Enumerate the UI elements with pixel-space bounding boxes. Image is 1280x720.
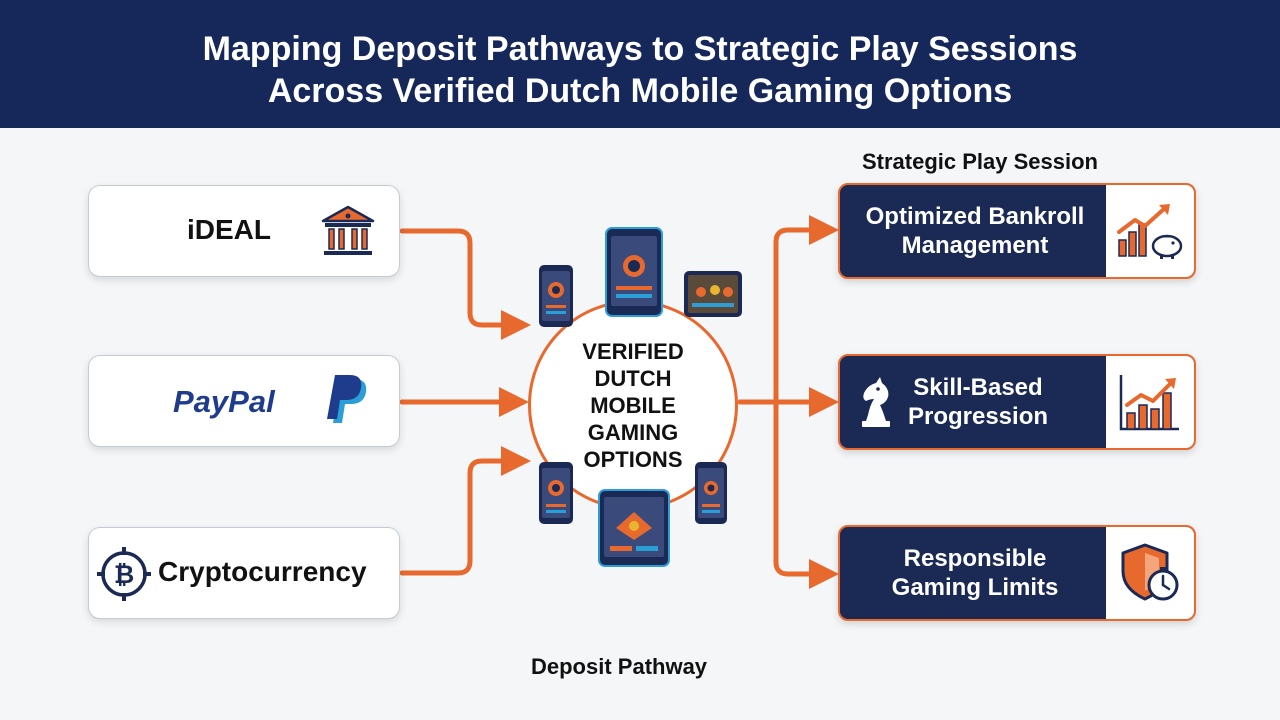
bankroll-line-1: Optimized Bankroll (865, 203, 1085, 230)
phone-bottom-left (539, 462, 573, 524)
hub-line-5: OPTIONS (583, 446, 683, 472)
arrow-split-to-limits (773, 399, 840, 589)
title-line-2: Across Verified Dutch Mobile Gaming Opti… (267, 72, 1013, 110)
title-banner: Mapping Deposit Pathways to Strategic Pl… (0, 0, 1280, 128)
strategic-session-caption: Strategic Play Session (862, 149, 1098, 174)
ideal-label: iDEAL (187, 214, 271, 245)
shield-stopwatch-icon (1121, 543, 1179, 601)
phone-bottom-right (695, 462, 727, 524)
bankroll-line-2: Management (901, 232, 1049, 259)
title-line-1: Mapping Deposit Pathways to Strategic Pl… (202, 30, 1078, 68)
svg-text:₿: ₿ (114, 560, 134, 589)
chess-knight-icon (862, 377, 890, 427)
limits-line-1: Responsible (903, 545, 1047, 572)
chart-piggy-bank-icon (1117, 204, 1183, 259)
limits-line-2: Gaming Limits (891, 574, 1059, 601)
device-illustrations (539, 227, 742, 567)
tablet-bottom (598, 489, 670, 567)
hub-line-4: GAMING (587, 419, 679, 445)
tablet-top-right (684, 271, 742, 317)
tablet-top (605, 227, 663, 317)
rising-bar-chart-icon (1119, 375, 1179, 431)
phone-top-left (539, 265, 573, 327)
strategic-card-limits: Responsible Gaming Limits (838, 525, 1196, 621)
skill-line-1: Skill-Based (913, 374, 1043, 401)
deposit-card-crypto: ₿ Cryptocurrency (88, 527, 400, 619)
arrow-split-to-bankroll (773, 215, 840, 405)
hub-line-1: VERIFIED (582, 338, 684, 364)
deposit-pathway-caption: Deposit Pathway (531, 654, 708, 679)
bank-icon (321, 205, 375, 255)
deposit-card-ideal: iDEAL (88, 185, 400, 277)
arrow-crypto-to-hub (399, 446, 532, 576)
paypal-icon (327, 375, 367, 423)
strategic-card-bankroll: Optimized Bankroll Management (838, 183, 1196, 279)
hub-line-2: DUTCH (594, 365, 672, 391)
deposit-card-paypal: PayPal (88, 355, 400, 447)
bitcoin-icon: ₿ (97, 547, 151, 601)
paypal-label: PayPal (173, 384, 275, 419)
skill-line-2: Progression (907, 403, 1049, 430)
cryptocurrency-label: Cryptocurrency (158, 556, 367, 587)
hub-line-3: MOBILE (590, 392, 676, 418)
strategic-card-skill: Skill-Based Progression (838, 354, 1196, 450)
arrow-ideal-to-hub (399, 228, 532, 340)
